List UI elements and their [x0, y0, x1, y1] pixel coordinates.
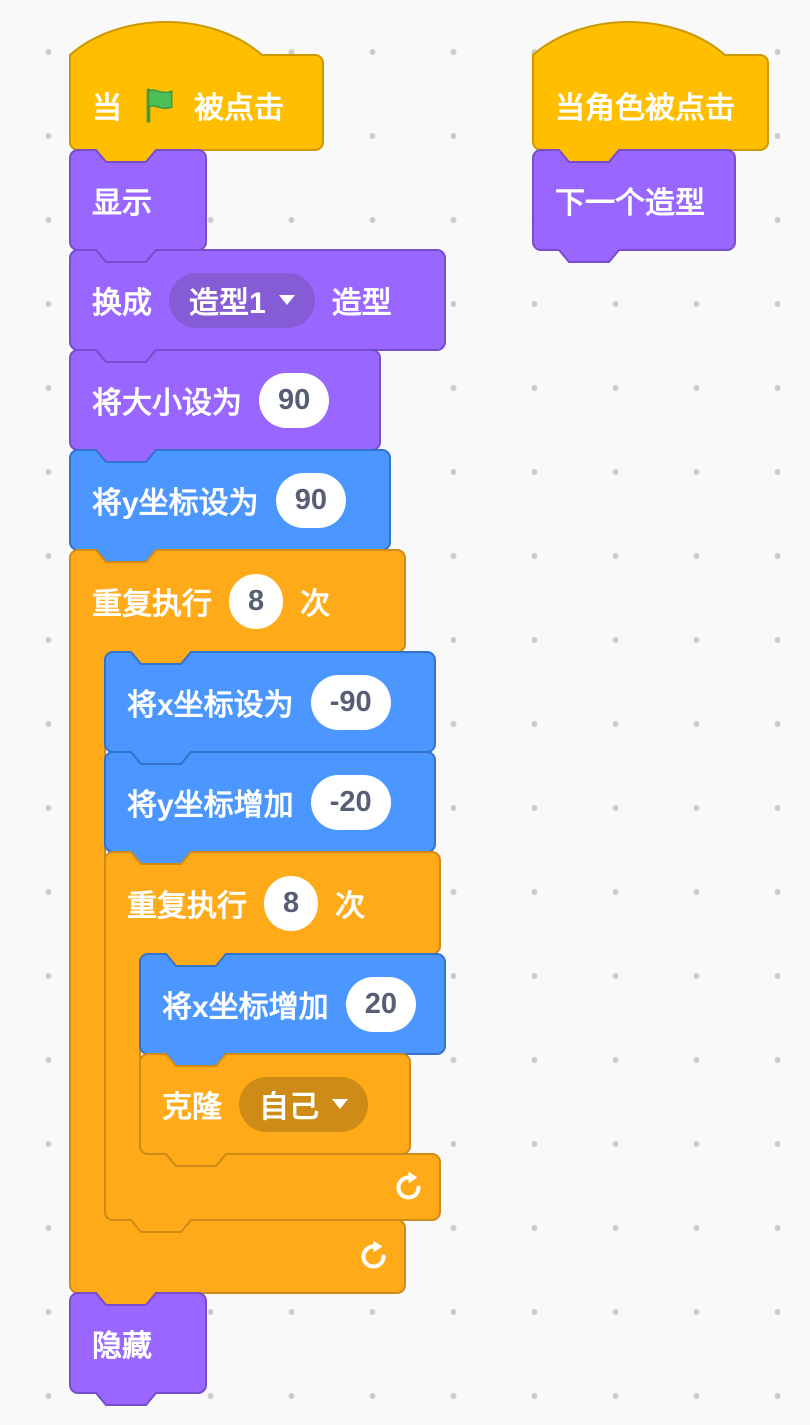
block-content: 重复执行 8 次 — [105, 852, 440, 954]
block-hide[interactable]: 隐藏 — [69, 1292, 207, 1406]
block-label: 将y坐标增加 — [127, 789, 294, 822]
repeat-inner-times-input[interactable]: 8 — [264, 875, 319, 931]
block-label: 当角色被点击 — [555, 92, 735, 125]
block-label: 造型 — [331, 287, 392, 320]
block-show[interactable]: 显示 — [69, 149, 207, 263]
block-label: 将x坐标增加 — [162, 991, 329, 1024]
block-change-y[interactable]: 将y坐标增加 -20 — [104, 751, 436, 865]
x-change-input[interactable]: 20 — [345, 976, 416, 1032]
block-label: 将x坐标设为 — [127, 689, 294, 722]
block-label: 重复执行 — [92, 588, 212, 621]
block-label: 当 — [92, 92, 122, 125]
chevron-down-icon — [332, 1099, 348, 1109]
block-content: 重复执行 8 次 — [70, 550, 405, 652]
loop-arrow-icon — [361, 1240, 386, 1269]
block-clone[interactable]: 克隆 自己 — [139, 1053, 411, 1167]
block-label: 将y坐标设为 — [92, 487, 259, 520]
block-label: 克隆 — [162, 1091, 222, 1124]
block-label: 下一个造型 — [555, 187, 705, 220]
c-block-foot — [105, 1154, 440, 1220]
block-when-sprite-clicked[interactable]: 当角色被点击 — [532, 15, 769, 163]
c-block-foot — [70, 1220, 405, 1293]
block-label: 被点击 — [194, 92, 284, 125]
block-content: 克隆 自己 — [140, 1054, 410, 1154]
repeat-times-input[interactable]: 8 — [229, 573, 284, 629]
block-label: 次 — [300, 588, 331, 621]
block-switch-costume[interactable]: 换成 造型1 造型 — [69, 249, 446, 363]
block-content: 当角色被点击 — [533, 60, 768, 150]
block-content: 显示 — [70, 150, 206, 250]
y-input[interactable]: 90 — [275, 472, 346, 528]
block-next-costume[interactable]: 下一个造型 — [532, 149, 736, 263]
block-content: 换成 造型1 造型 — [70, 250, 445, 350]
dropdown-value: 自己 — [259, 1091, 319, 1124]
block-label: 换成 — [92, 287, 152, 320]
block-set-x[interactable]: 将x坐标设为 -90 — [104, 651, 436, 765]
block-content: 将大小设为 90 — [70, 350, 380, 450]
block-set-size[interactable]: 将大小设为 90 — [69, 349, 381, 463]
green-flag-icon — [146, 88, 173, 123]
block-set-y[interactable]: 将y坐标设为 90 — [69, 449, 391, 563]
y-change-input[interactable]: -20 — [310, 774, 391, 830]
block-content: 将x坐标设为 -90 — [105, 652, 435, 752]
block-label: 显示 — [92, 187, 152, 220]
dropdown-value: 造型1 — [189, 287, 266, 320]
block-content: 将x坐标增加 20 — [140, 954, 445, 1054]
size-input[interactable]: 90 — [259, 372, 330, 428]
costume-dropdown[interactable]: 造型1 — [169, 272, 315, 328]
x-input[interactable]: -90 — [310, 674, 391, 730]
chevron-down-icon — [278, 295, 295, 305]
block-label: 次 — [335, 890, 366, 923]
block-content: 隐藏 — [70, 1293, 206, 1393]
block-label: 隐藏 — [92, 1330, 152, 1363]
block-label: 重复执行 — [127, 890, 247, 923]
block-content: 下一个造型 — [533, 150, 735, 250]
block-content: 将y坐标增加 -20 — [105, 752, 435, 852]
clone-target-dropdown[interactable]: 自己 — [239, 1076, 368, 1132]
block-content: 当 被点击 — [70, 60, 323, 150]
block-content: 将y坐标设为 90 — [70, 450, 390, 550]
block-when-flag-clicked[interactable]: 当 被点击 — [69, 15, 324, 163]
loop-arrow-icon — [396, 1171, 421, 1200]
block-label: 将大小设为 — [92, 387, 242, 420]
block-change-x[interactable]: 将x坐标增加 20 — [139, 953, 446, 1067]
